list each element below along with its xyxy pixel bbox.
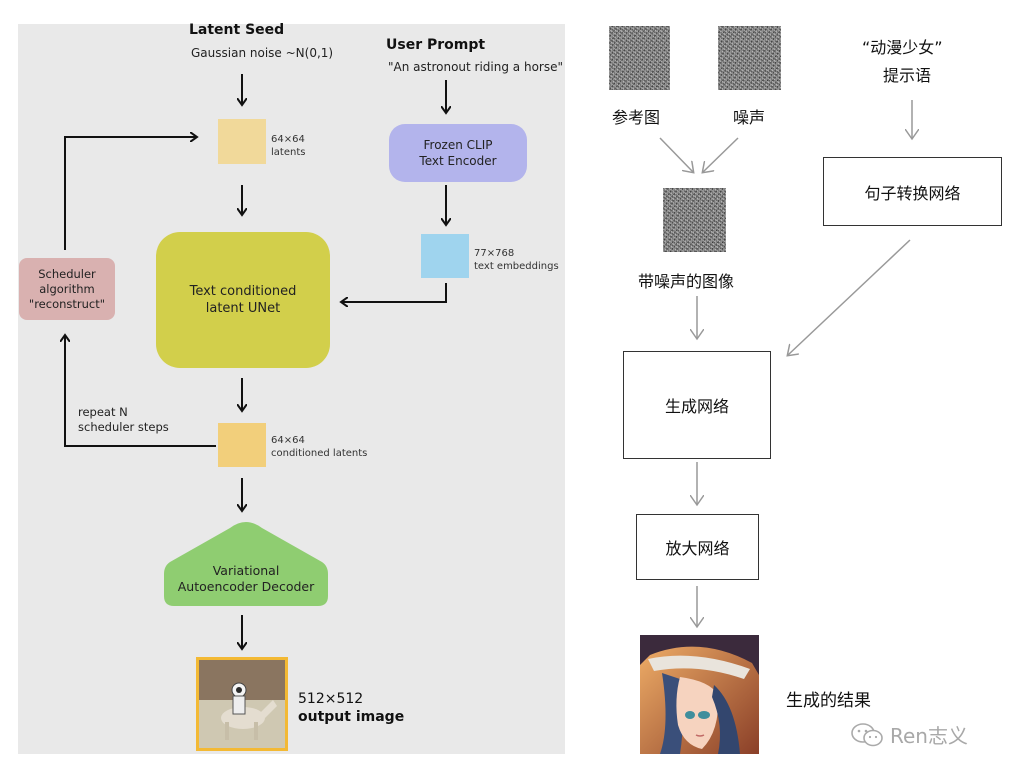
cond-latents-size: 64×64 <box>271 435 305 446</box>
anime-girl-image <box>640 635 759 754</box>
arrow-embeddings-to-unet <box>342 283 447 302</box>
latents-square <box>218 119 266 164</box>
embeddings-caption: text embeddings <box>474 261 559 272</box>
embeddings-label: 77×768 text embeddings <box>474 247 559 273</box>
watermark-text: Ren志义 <box>890 724 968 748</box>
vae-shape <box>164 522 328 606</box>
user-prompt-text: "An astronout riding a horse" <box>388 60 564 74</box>
scheduler-line1: Scheduler <box>38 266 96 281</box>
repeat-label: repeat N scheduler steps <box>78 405 169 435</box>
embeddings-size: 77×768 <box>474 248 515 259</box>
vae-line1: Variational <box>212 563 280 578</box>
clip-line2: Text Encoder <box>419 154 497 168</box>
latent-seed-title: Latent Seed <box>189 22 285 38</box>
upscale-network-node: 放大网络 <box>636 514 759 580</box>
prompt-caption: 提示语 <box>883 66 932 85</box>
latent-seed-subtitle: Gaussian noise ~N(0,1) <box>191 46 334 60</box>
arrow-scheduler-to-latents <box>64 137 196 250</box>
unet-line2: latent UNet <box>205 301 281 316</box>
prompt-quote: “动漫少女” <box>862 38 943 57</box>
output-size: 512×512 <box>298 691 364 707</box>
unet-node: Text conditioned latent UNet <box>156 232 330 368</box>
repeat-line1: repeat N <box>78 405 128 419</box>
reference-image-label: 参考图 <box>612 108 661 127</box>
cond-latents-square <box>218 423 266 467</box>
scheduler-node: Scheduler algorithm "reconstruct" <box>19 258 115 320</box>
scheduler-line3: "reconstruct" <box>28 296 106 311</box>
scheduler-line2: algorithm <box>39 281 95 296</box>
noisy-image-label: 带噪声的图像 <box>638 272 735 291</box>
astronaut-horse-image <box>199 660 285 748</box>
result-image <box>640 635 759 754</box>
arrow-sentence-to-gen <box>788 239 911 355</box>
clip-line1: Frozen CLIP <box>423 138 493 152</box>
arrow-cond-latents-to-scheduler <box>65 336 216 447</box>
arrow-noise-to-noisy <box>703 137 739 172</box>
result-label: 生成的结果 <box>786 691 871 711</box>
wechat-icon <box>851 722 883 746</box>
output-label: 512×512 output image <box>298 690 404 726</box>
generation-network-node: 生成网络 <box>623 351 771 459</box>
embeddings-square <box>421 234 469 278</box>
output-image <box>196 657 288 751</box>
output-caption: output image <box>298 709 405 725</box>
latents-label: 64×64 latents <box>271 133 305 159</box>
noisy-image-thumb <box>663 188 726 252</box>
arrow-ref-to-noisy <box>659 137 693 172</box>
latents-caption: latents <box>271 147 306 158</box>
repeat-line2: scheduler steps <box>78 420 169 434</box>
vae-node: Variational Autoencoder Decoder <box>162 558 330 600</box>
cond-latents-caption: conditioned latents <box>271 448 368 459</box>
cond-latents-label: 64×64 conditioned latents <box>271 434 367 460</box>
unet-line1: Text conditioned <box>189 284 297 299</box>
vae-line2: Autoencoder Decoder <box>177 579 315 594</box>
clip-text-encoder-node: Frozen CLIP Text Encoder <box>389 124 527 182</box>
watermark: Ren志义 <box>850 720 968 749</box>
sentence-network-node: 句子转换网络 <box>823 157 1002 226</box>
user-prompt-title: User Prompt <box>386 37 486 53</box>
noise-label: 噪声 <box>733 108 766 127</box>
latents-size: 64×64 <box>271 134 305 145</box>
noise-image-thumb <box>718 26 781 90</box>
reference-image-thumb <box>609 26 670 90</box>
